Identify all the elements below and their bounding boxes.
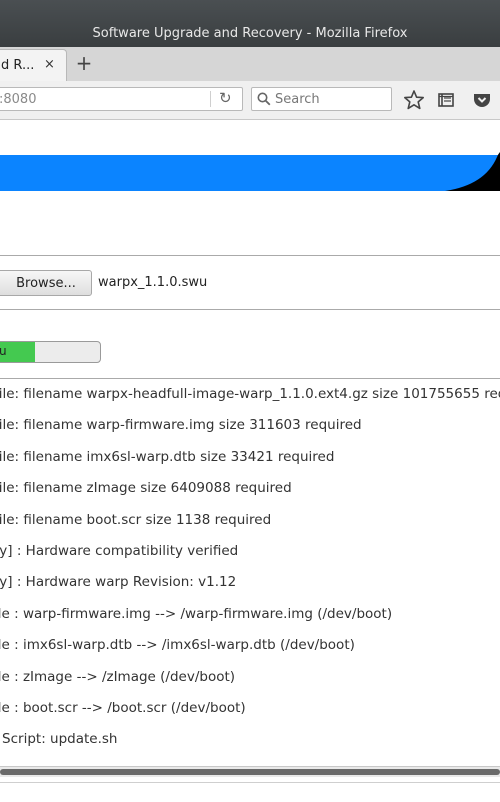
divider [0, 309, 500, 310]
banner-corner [445, 152, 500, 191]
tab-active[interactable]: d R... × [0, 49, 67, 81]
window-title: Software Upgrade and Recovery - Mozilla … [92, 26, 408, 41]
reload-icon[interactable]: ↻ [219, 89, 232, 107]
log-line: ile : warp-firmware.img --> /warp-firmwa… [0, 605, 393, 622]
tab-bar: d R... × + [0, 47, 500, 82]
log-line: file: filename zImage size 6409088 requi… [0, 480, 292, 497]
url-bar[interactable]: :8080 ↻ [0, 87, 243, 111]
search-input[interactable]: Search [251, 87, 392, 111]
log-line: ile : boot.scr --> /boot.scr (/dev/boot) [0, 699, 246, 716]
progress-label: u [0, 344, 7, 358]
close-icon[interactable]: × [44, 57, 55, 72]
star-icon[interactable] [403, 89, 425, 111]
browse-button[interactable]: Browse... [0, 270, 92, 296]
scrollbar-thumb[interactable] [0, 769, 500, 775]
log-line: file: filename boot.scr size 1138 requir… [0, 511, 272, 528]
divider [0, 378, 500, 379]
url-text: :8080 [0, 92, 37, 107]
pocket-icon[interactable] [471, 89, 493, 111]
selected-filename: warpx_1.1.0.swu [98, 275, 208, 290]
log-line: file: filename warpx-headfull-image-warp… [0, 386, 500, 402]
window-titlebar: Software Upgrade and Recovery - Mozilla … [0, 0, 500, 47]
progress-fill [0, 342, 35, 362]
url-separator [210, 91, 211, 107]
search-icon [257, 92, 271, 106]
window-bottom-edge [0, 782, 500, 802]
header-banner [0, 155, 500, 191]
page-content: e Browse... warpx_1.1.0.swu u file: file… [0, 120, 500, 782]
tab-label: d R... [1, 58, 35, 73]
horizontal-scrollbar[interactable] [0, 766, 500, 777]
log-line: ile : imx6sl-warp.dtb --> /imx6sl-warp.d… [0, 637, 355, 654]
log-line: ty] : Hardware warp Revision: v1.12 [0, 574, 237, 591]
log-line: file: filename imx6sl-warp.dtb size 3342… [0, 448, 335, 465]
plus-icon[interactable]: + [75, 51, 93, 75]
log-line: file: filename warp-firmware.img size 31… [0, 417, 362, 434]
reading-list-icon[interactable] [435, 89, 457, 111]
search-placeholder: Search [275, 92, 320, 107]
log-list: file: filename warpx-headfull-image-warp… [0, 386, 500, 763]
log-line: l Script: update.sh [0, 731, 118, 748]
log-line: ile : zImage --> /zImage (/dev/boot) [0, 668, 236, 685]
nav-bar: :8080 ↻ Search [0, 81, 500, 120]
log-line: ty] : Hardware compatibility verified [0, 542, 239, 559]
progress-bar: u [0, 341, 101, 363]
divider [0, 255, 500, 256]
